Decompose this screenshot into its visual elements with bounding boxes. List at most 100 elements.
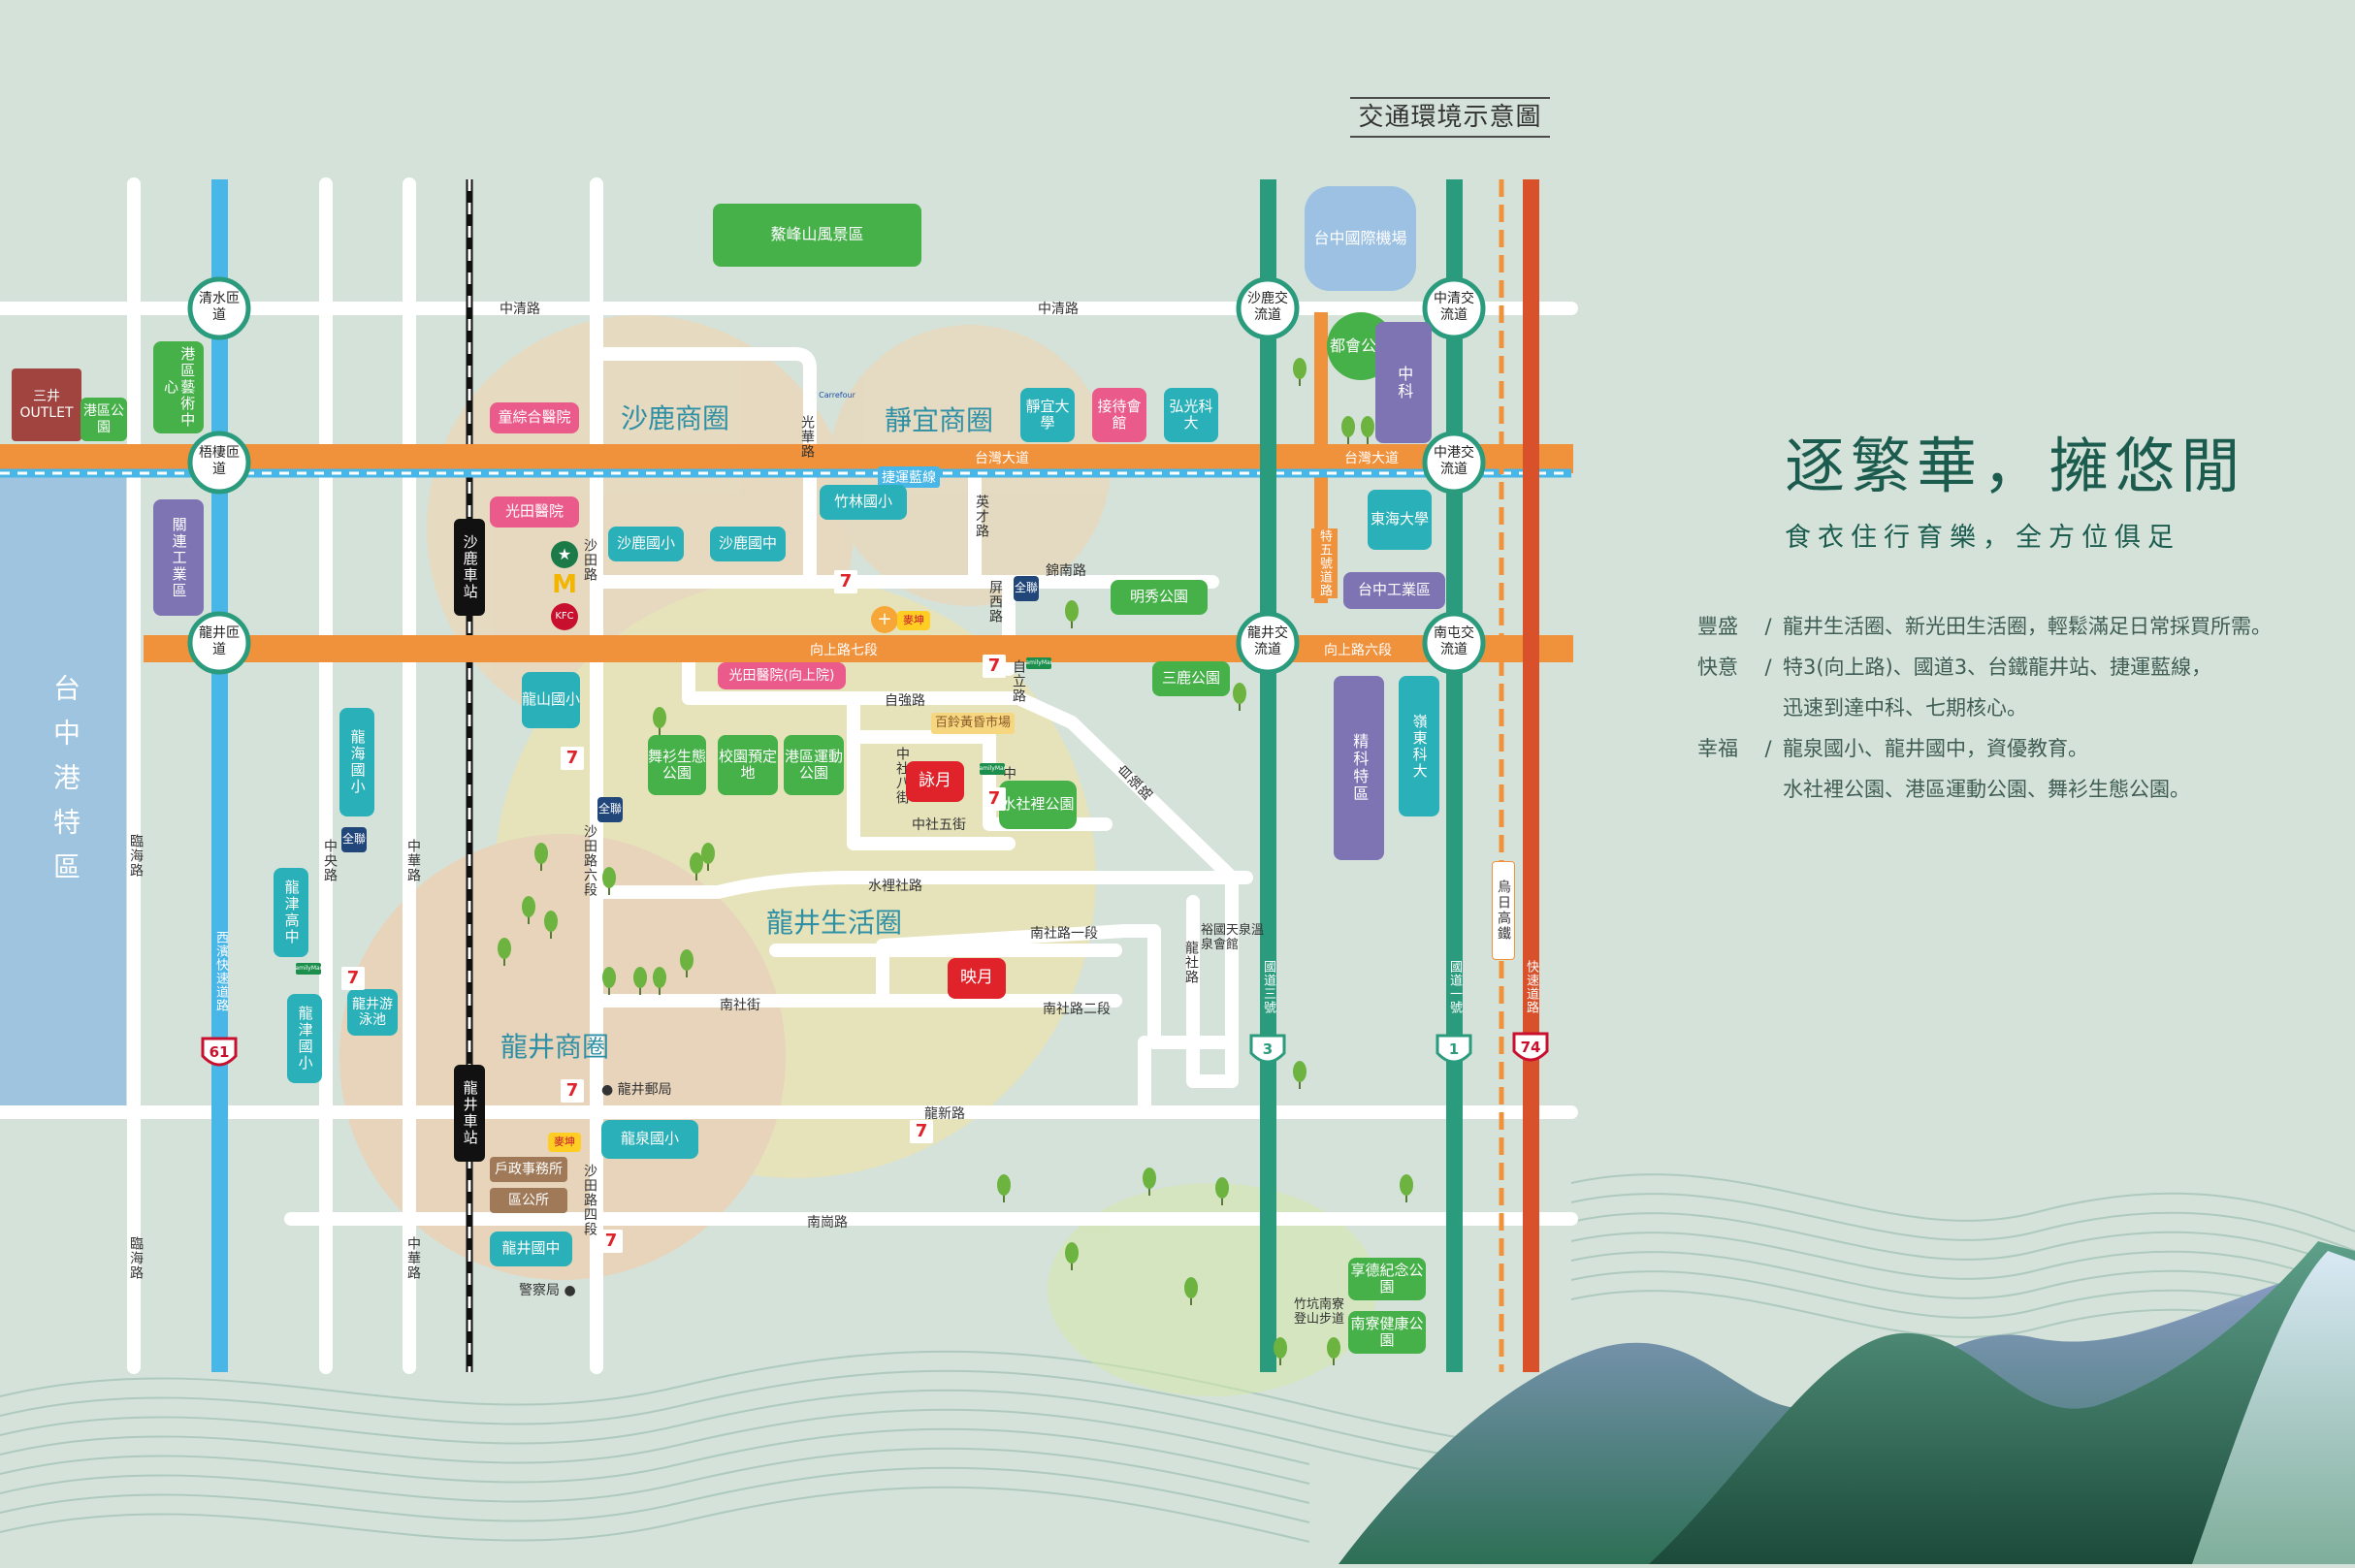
interchange-label: 中清交流道 [1434,291,1474,323]
tree-icon [1327,1337,1340,1365]
taichung-port-area [0,465,126,1105]
road-label-shatian: 沙田路 [582,538,597,582]
road-label-wuri: 烏日高鐵 [1492,861,1515,960]
longquan-elementary: 龍泉國小 [601,1120,698,1159]
nanliao-park: 南寮健康公園 [1348,1311,1426,1354]
feature-speed-cont: 迅速到達中科、七期核心。 [1783,696,2027,720]
road-label-linhai: 臨海路 [128,1236,144,1280]
district-longjing-biz: 龍井商圈 [500,1031,610,1063]
longjing-junior: 龍井國中 [490,1232,572,1266]
interchange-label: 中港交流道 [1434,445,1474,477]
post-office: ● 龍井郵局 [601,1082,672,1098]
tree-icon [653,967,666,995]
zhukeng-trail: 竹坑南寮登山步道 [1293,1297,1344,1327]
road-label-zhongyang: 中央路 [322,839,338,882]
port-sport-park: 港區運動公園 [784,735,844,795]
map-title: 交通環境示意圖 [1350,97,1550,138]
feature-happy: 幸福/龍泉國小、龍井國中，資優教育。 [1697,733,2088,762]
subheadline: 食衣住行育樂，全方位俱足 [1785,523,2180,553]
interchange-nodes [187,276,1486,675]
seven-eleven-icon: 7 [341,967,365,990]
route-shield: 3 [1249,1034,1286,1064]
familymart-icon: FamilyMart [296,963,321,975]
road-label-linhai: 臨海路 [128,834,144,878]
mcdonalds-icon: M [552,572,577,599]
mountain-front [1649,1241,2355,1564]
seven-eleven-icon: 7 [983,787,1006,811]
road-label-shatian-4: 沙田路四段 [582,1164,597,1236]
road-label-ziqiang-diag: 自強路 [1113,761,1156,805]
household-office: 戶政事務所 [490,1157,567,1182]
station-longjing: 龍井車站 [454,1065,485,1162]
route-shield: 61 [201,1037,238,1067]
route-shield-number: 1 [1449,1040,1459,1058]
guangtian-hospital-2: 光田醫院(向上院) [718,662,846,689]
longjin-elementary: 龍津國小 [287,994,322,1083]
road-label-national1: 國道一號 [1447,960,1462,1014]
tongzong-hospital: 童綜合醫院 [490,402,579,433]
road-label-zhonghua: 中華路 [405,839,421,882]
tree-icon [1293,1061,1307,1089]
guangtian-hospital: 光田醫院 [490,496,579,528]
longshan-elementary: 龍山國小 [522,672,580,728]
tree-icon [1065,1242,1079,1270]
trees [498,208,1413,1365]
bakery-icon: 麥坤 [548,1133,581,1152]
interchange-label: 梧棲匝道 [199,445,240,477]
road-label-mrt-blue: 捷運藍線 [878,466,940,488]
tree-icon [653,707,666,735]
road-label-guanghua: 光華路 [799,415,815,459]
tree-icon [1293,358,1307,386]
tree-icon [602,967,616,995]
interchange-label: 清水匝道 [199,291,240,323]
headline: 逐繁華，擁悠閒 [1785,431,2247,501]
road-label-nanshe-st: 南社街 [720,998,760,1013]
road-label-shuiliushe: 水裡社路 [868,879,922,894]
shuishe-park: 水社裡公園 [999,781,1077,829]
road-label-zhonghua: 中華路 [405,1236,421,1280]
expressway-74 [1523,179,1539,1372]
tree-icon [1233,683,1246,711]
shalu-junior: 沙鹿國中 [710,527,786,561]
station-shalu: 沙鹿車站 [454,519,485,616]
familymart-icon: FamilyMart [1026,657,1051,669]
providence-univ: 靜宜大學 [1020,388,1075,442]
road-label-xibin: 西濱快速道路 [213,931,228,1012]
interchange-ring [1422,431,1486,495]
road-label-xiangshang-6: 向上路六段 [1324,643,1392,658]
tree-icon [1184,1277,1198,1305]
national-3 [1260,179,1276,1372]
tree-icon [1065,600,1079,628]
road-label-pingxi: 屏西路 [987,580,1003,624]
school-reserve: 校園預定地 [718,735,778,795]
road-label-nanshe-2: 南社路二段 [1043,1002,1111,1017]
precision-park: 精科特區 [1334,676,1384,860]
tree-icon [1341,416,1355,444]
police-station: 警察局 ● [519,1283,576,1298]
bakery-icon: 麥坤 [897,611,930,630]
project-yingyue: 映月 [948,958,1006,999]
district-longjing-life: 龍井生活圈 [766,907,903,939]
mountain-right [2192,1251,2355,1564]
road-label-fast74: 快速道路 [1524,960,1538,1014]
hospital-cross-icon: + [871,606,898,633]
tree-icon [1215,1177,1229,1205]
seven-eleven-icon: 7 [983,655,1006,678]
shalu-elementary: 沙鹿國小 [608,527,684,561]
longhai-elementary: 龍海國小 [339,708,374,816]
road-label-longxin: 龍新路 [924,1106,965,1122]
interchange-ring [1422,611,1486,675]
feature-plenty: 豐盛/龍井生活圈、新光田生活圈，輕鬆滿足日常採買所需。 [1697,611,2272,640]
district-taichung-port: 台中港特區 [49,674,81,897]
port-park: 港區公園 [81,398,127,441]
evening-market: 百鈴黃昏市場 [931,713,1015,734]
tree-icon [1274,1337,1287,1365]
interchange-label: 龍井交流道 [1247,625,1288,657]
tree-icon [633,967,647,995]
road-label-jinnan: 錦南路 [1046,563,1086,579]
tree-icon [534,843,548,871]
tree-icon [1400,1174,1413,1202]
project-yongyue: 詠月 [906,761,964,802]
